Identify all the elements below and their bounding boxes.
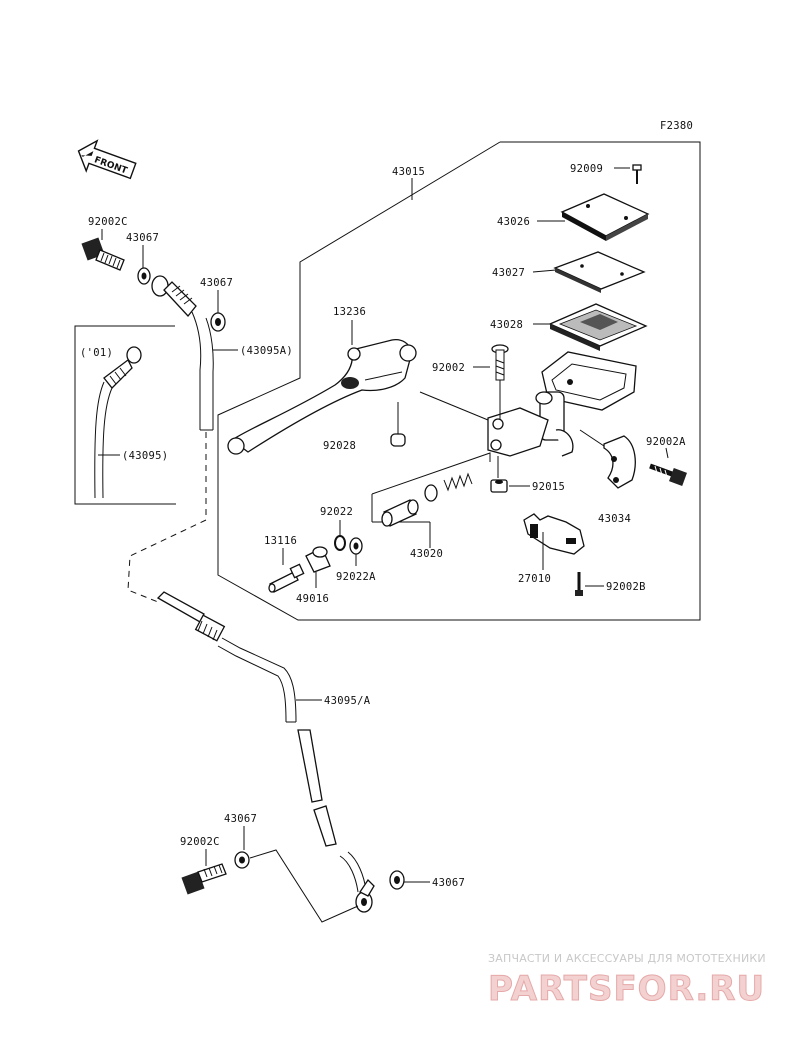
label-43067-bottom1: 43067	[224, 813, 257, 825]
push-rod-13116-icon	[268, 563, 305, 593]
piston-cup-icon	[424, 484, 438, 502]
diaphragm-plate-43027-icon	[553, 251, 646, 293]
clamp-bolt-92002A-icon	[649, 463, 687, 486]
label-43034: 43034	[598, 513, 631, 525]
label-92002A: 92002A	[646, 436, 686, 448]
label-43067-top1: 43067	[126, 232, 159, 244]
hose-banjo-bottom-icon	[355, 878, 375, 913]
piston-43020-icon	[381, 499, 419, 527]
inset-hose-banjo-icon	[94, 346, 142, 499]
pivot-bolt-92002-icon	[491, 344, 509, 381]
label-43095-A: 43095/A	[324, 695, 371, 707]
handlebar-clamp-icon	[603, 435, 636, 489]
label-92009: 92009	[570, 163, 603, 175]
hose-routing-dashed-line	[127, 432, 207, 603]
clutch-lever-13236-icon	[227, 338, 417, 455]
label-43028: 43028	[490, 319, 523, 331]
label-92002C-bottom: 92002C	[180, 836, 220, 848]
bottom-assembly-lines	[249, 849, 359, 923]
figure-code: F2380	[660, 120, 693, 132]
label-43067-top2: 43067	[200, 277, 233, 289]
label-13236: 13236	[333, 306, 366, 318]
banjo-bolt-92002C-top-icon	[81, 237, 125, 271]
label-92002B: 92002B	[606, 581, 646, 593]
washer-43067-top1-icon	[137, 267, 151, 285]
nut-92015-icon	[490, 479, 508, 493]
label-43027: 43027	[492, 267, 525, 279]
front-arrow-icon: FRONT	[77, 139, 137, 180]
banjo-bolt-92002C-bottom-icon	[181, 863, 227, 895]
label-27010: 27010	[518, 573, 551, 585]
watermark-logo: PARTSFOR.RU	[488, 969, 765, 1009]
hose-banjo-top-icon	[151, 275, 197, 317]
bushing-92028-icon	[390, 433, 406, 447]
label-43026: 43026	[497, 216, 530, 228]
clutch-hose-43095-A-icon	[156, 591, 367, 893]
washer-43067-top2-icon	[210, 312, 226, 332]
label-92022: 92022	[320, 506, 353, 518]
year-note-label: ('01)	[80, 347, 113, 359]
dust-boot-49016-icon	[305, 546, 331, 573]
label-43020: 43020	[410, 548, 443, 560]
label-43095A: (43095A)	[240, 345, 293, 357]
label-92002C-top: 92002C	[88, 216, 128, 228]
screw-92009-icon	[632, 164, 642, 184]
assembly-outline-43015	[217, 141, 701, 621]
watermark-tagline: ЗАПЧАСТИ И АКСЕССУАРЫ ДЛЯ МОТОТЕХНИКИ	[488, 952, 766, 965]
diaphragm-43028-icon	[548, 303, 648, 351]
label-92028: 92028	[323, 440, 356, 452]
label-43015: 43015	[392, 166, 425, 178]
clutch-switch-43034-icon	[523, 513, 585, 555]
screw-92002B-icon	[575, 572, 583, 596]
master-cylinder-body-icon	[487, 351, 637, 457]
circlip-92022-icon	[334, 535, 346, 551]
washer-43067-bottom2-icon	[389, 870, 405, 890]
washer-43067-bottom1-icon	[234, 851, 250, 869]
reservoir-cap-43026-icon	[560, 193, 650, 241]
clutch-hose-43095A-icon	[191, 311, 214, 431]
label-49016: 49016	[296, 593, 329, 605]
washer-92022A-icon	[349, 537, 363, 555]
label-43067-bottom2: 43067	[432, 877, 465, 889]
label-43095: (43095)	[122, 450, 168, 462]
label-92002: 92002	[432, 362, 465, 374]
return-spring-icon	[443, 472, 473, 492]
label-13116: 13116	[264, 535, 297, 547]
label-92015: 92015	[532, 481, 565, 493]
label-92022A: 92022A	[336, 571, 376, 583]
